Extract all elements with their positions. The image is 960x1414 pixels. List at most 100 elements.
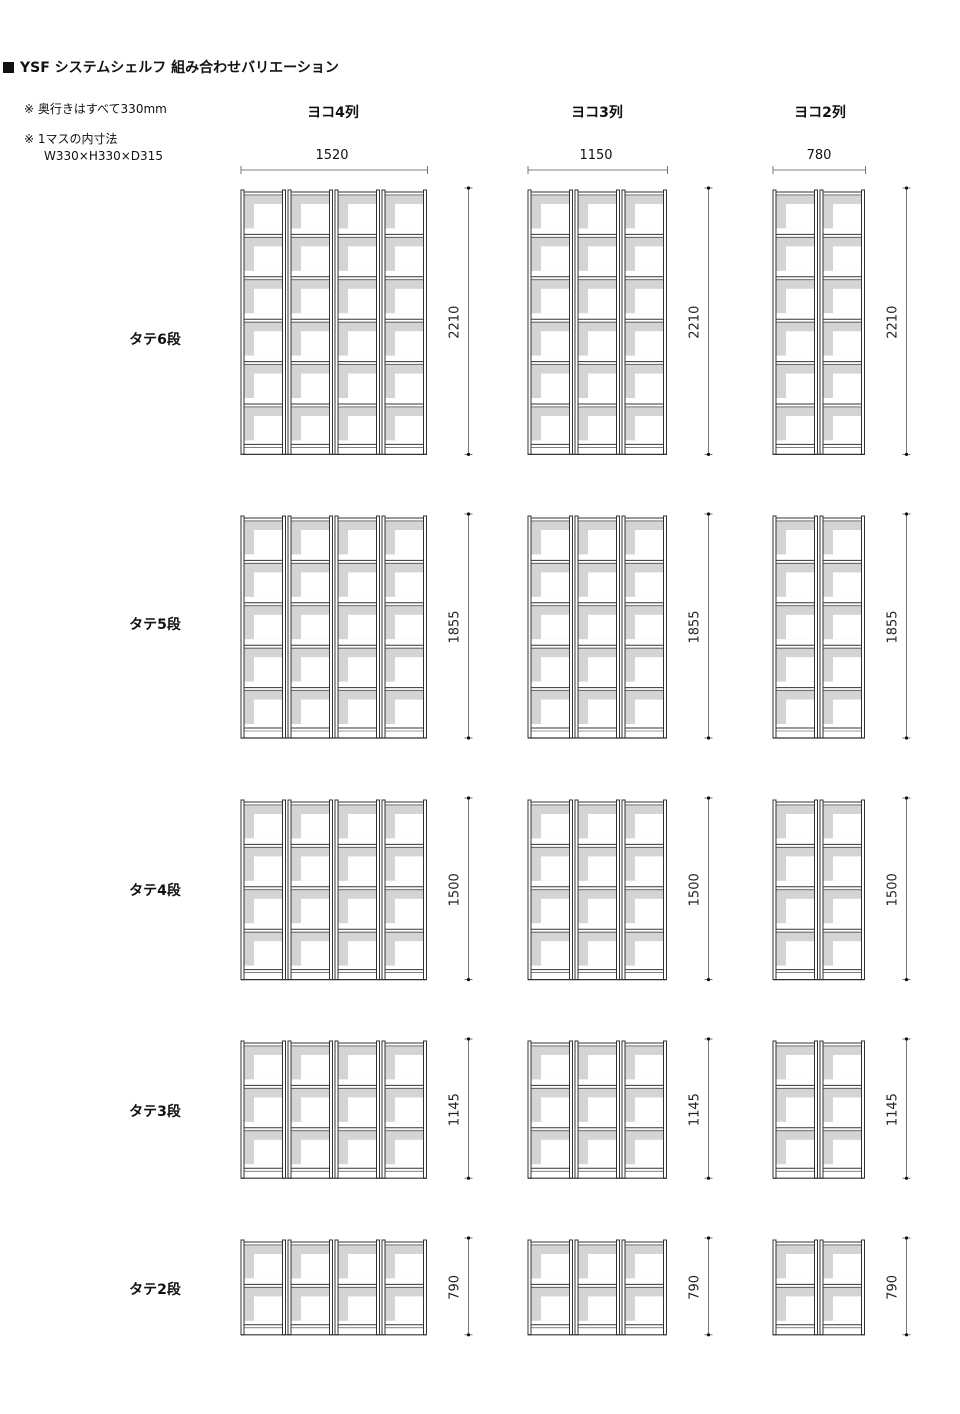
shelf-cell-opening <box>395 1097 424 1122</box>
height-dimension-label: 2210 <box>886 306 901 339</box>
shelf-cell-opening <box>395 657 424 682</box>
shelf-cell-opening <box>348 614 377 640</box>
shelf-cell-opening <box>395 1139 424 1165</box>
side-panel <box>376 1040 380 1179</box>
height-dimension-label: 1500 <box>448 873 463 906</box>
side-panel <box>621 515 626 739</box>
shelf-cell-opening <box>395 288 424 314</box>
side-panel <box>527 799 532 981</box>
shelf-cell-opening <box>833 699 862 724</box>
shelf-cell-opening <box>786 204 815 229</box>
shelf-cell-opening <box>833 657 862 682</box>
shelf-cell-opening <box>588 373 617 398</box>
shelf-cell-opening <box>786 246 815 271</box>
shelf-cell-opening <box>348 204 377 229</box>
side-panel <box>282 799 286 981</box>
dimension-dot <box>904 186 909 190</box>
side-panel <box>772 515 777 739</box>
shelf-cell-opening <box>395 331 424 356</box>
side-panel <box>663 1239 667 1336</box>
shelf-cell-opening <box>635 1139 664 1165</box>
shelf-cell-opening <box>833 856 862 881</box>
side-panel <box>423 515 427 739</box>
side-panel <box>814 515 818 739</box>
shelf-cell-opening <box>301 941 330 966</box>
dimension-dot <box>706 186 711 190</box>
shelf-cell-opening <box>786 941 815 966</box>
side-panel <box>287 1040 292 1179</box>
side-panel <box>240 1239 245 1336</box>
shelf-cell-opening <box>588 572 617 597</box>
height-dimension-label: 1500 <box>886 873 901 906</box>
height-dimension-label: 790 <box>886 1275 901 1300</box>
shelf-cell-opening <box>588 814 617 839</box>
side-panel <box>814 189 818 455</box>
shelf-cell-opening <box>541 856 570 881</box>
shelf-cell-opening <box>541 373 570 398</box>
shelf-cell-opening <box>635 204 664 229</box>
shelf-cell-opening <box>588 614 617 640</box>
side-panel <box>282 515 286 739</box>
row-label-5: タテ5段 <box>129 617 181 633</box>
side-panel <box>569 1040 573 1179</box>
shelf-cell-opening <box>786 1254 815 1279</box>
dimension-dot <box>904 736 909 740</box>
shelf-cell-opening <box>301 288 330 314</box>
shelf-cell-opening <box>301 246 330 271</box>
shelf-cell-opening <box>395 898 424 924</box>
side-panel <box>527 1040 532 1179</box>
dimension-dot <box>706 1236 711 1240</box>
width-dimension-4: 1520 <box>315 148 349 163</box>
shelf-cell-opening <box>348 1097 377 1122</box>
shelf-cell-opening <box>833 941 862 966</box>
shelf-cell-opening <box>635 246 664 271</box>
side-panel <box>376 799 380 981</box>
shelf-cell-opening <box>786 1055 815 1080</box>
side-panel <box>616 799 620 981</box>
side-panel <box>574 189 579 455</box>
shelf-cell-opening <box>395 204 424 229</box>
side-panel <box>663 1040 667 1179</box>
dimension-dot <box>706 1333 711 1337</box>
shelf-cell-opening <box>786 416 815 441</box>
shelf-cell-opening <box>301 204 330 229</box>
shelf-cell-opening <box>254 416 283 441</box>
side-panel <box>381 1040 386 1179</box>
shelf-cell-opening <box>254 572 283 597</box>
side-panel <box>240 799 245 981</box>
shelf-cell-opening <box>254 1296 283 1321</box>
cell-size-value: W330×H330×D315 <box>44 149 163 163</box>
side-panel <box>663 189 667 455</box>
side-panel <box>574 1239 579 1336</box>
shelf-cell-opening <box>588 246 617 271</box>
row-label-4: タテ4段 <box>129 883 181 899</box>
shelf-cell-opening <box>348 856 377 881</box>
height-dimension-label: 1500 <box>688 873 703 906</box>
shelf-cell-opening <box>395 416 424 441</box>
dimension-dot <box>706 1037 711 1041</box>
side-panel <box>621 189 626 455</box>
shelf-cell-opening <box>301 1254 330 1279</box>
side-panel <box>381 189 386 455</box>
dimension-dot <box>706 796 711 800</box>
shelf-cell-opening <box>833 1097 862 1122</box>
shelf-cell-opening <box>635 373 664 398</box>
shelf-cell-opening <box>348 657 377 682</box>
dimension-dot <box>466 1037 471 1041</box>
shelf-cell-opening <box>786 1139 815 1165</box>
shelf-cell-opening <box>588 657 617 682</box>
shelf-cell-opening <box>541 1296 570 1321</box>
side-panel <box>819 799 824 981</box>
shelf-cell-opening <box>254 898 283 924</box>
shelf-cell-opening <box>541 1055 570 1080</box>
side-panel <box>334 1239 339 1336</box>
dimension-dot <box>466 186 471 190</box>
dimension-dot <box>904 1176 909 1180</box>
shelf-cell-opening <box>395 1254 424 1279</box>
side-panel <box>569 515 573 739</box>
shelf-cell-opening <box>395 856 424 881</box>
shelf-cell-opening <box>348 699 377 724</box>
shelf-cell-opening <box>635 657 664 682</box>
side-panel <box>574 515 579 739</box>
shelf-cell-opening <box>541 614 570 640</box>
